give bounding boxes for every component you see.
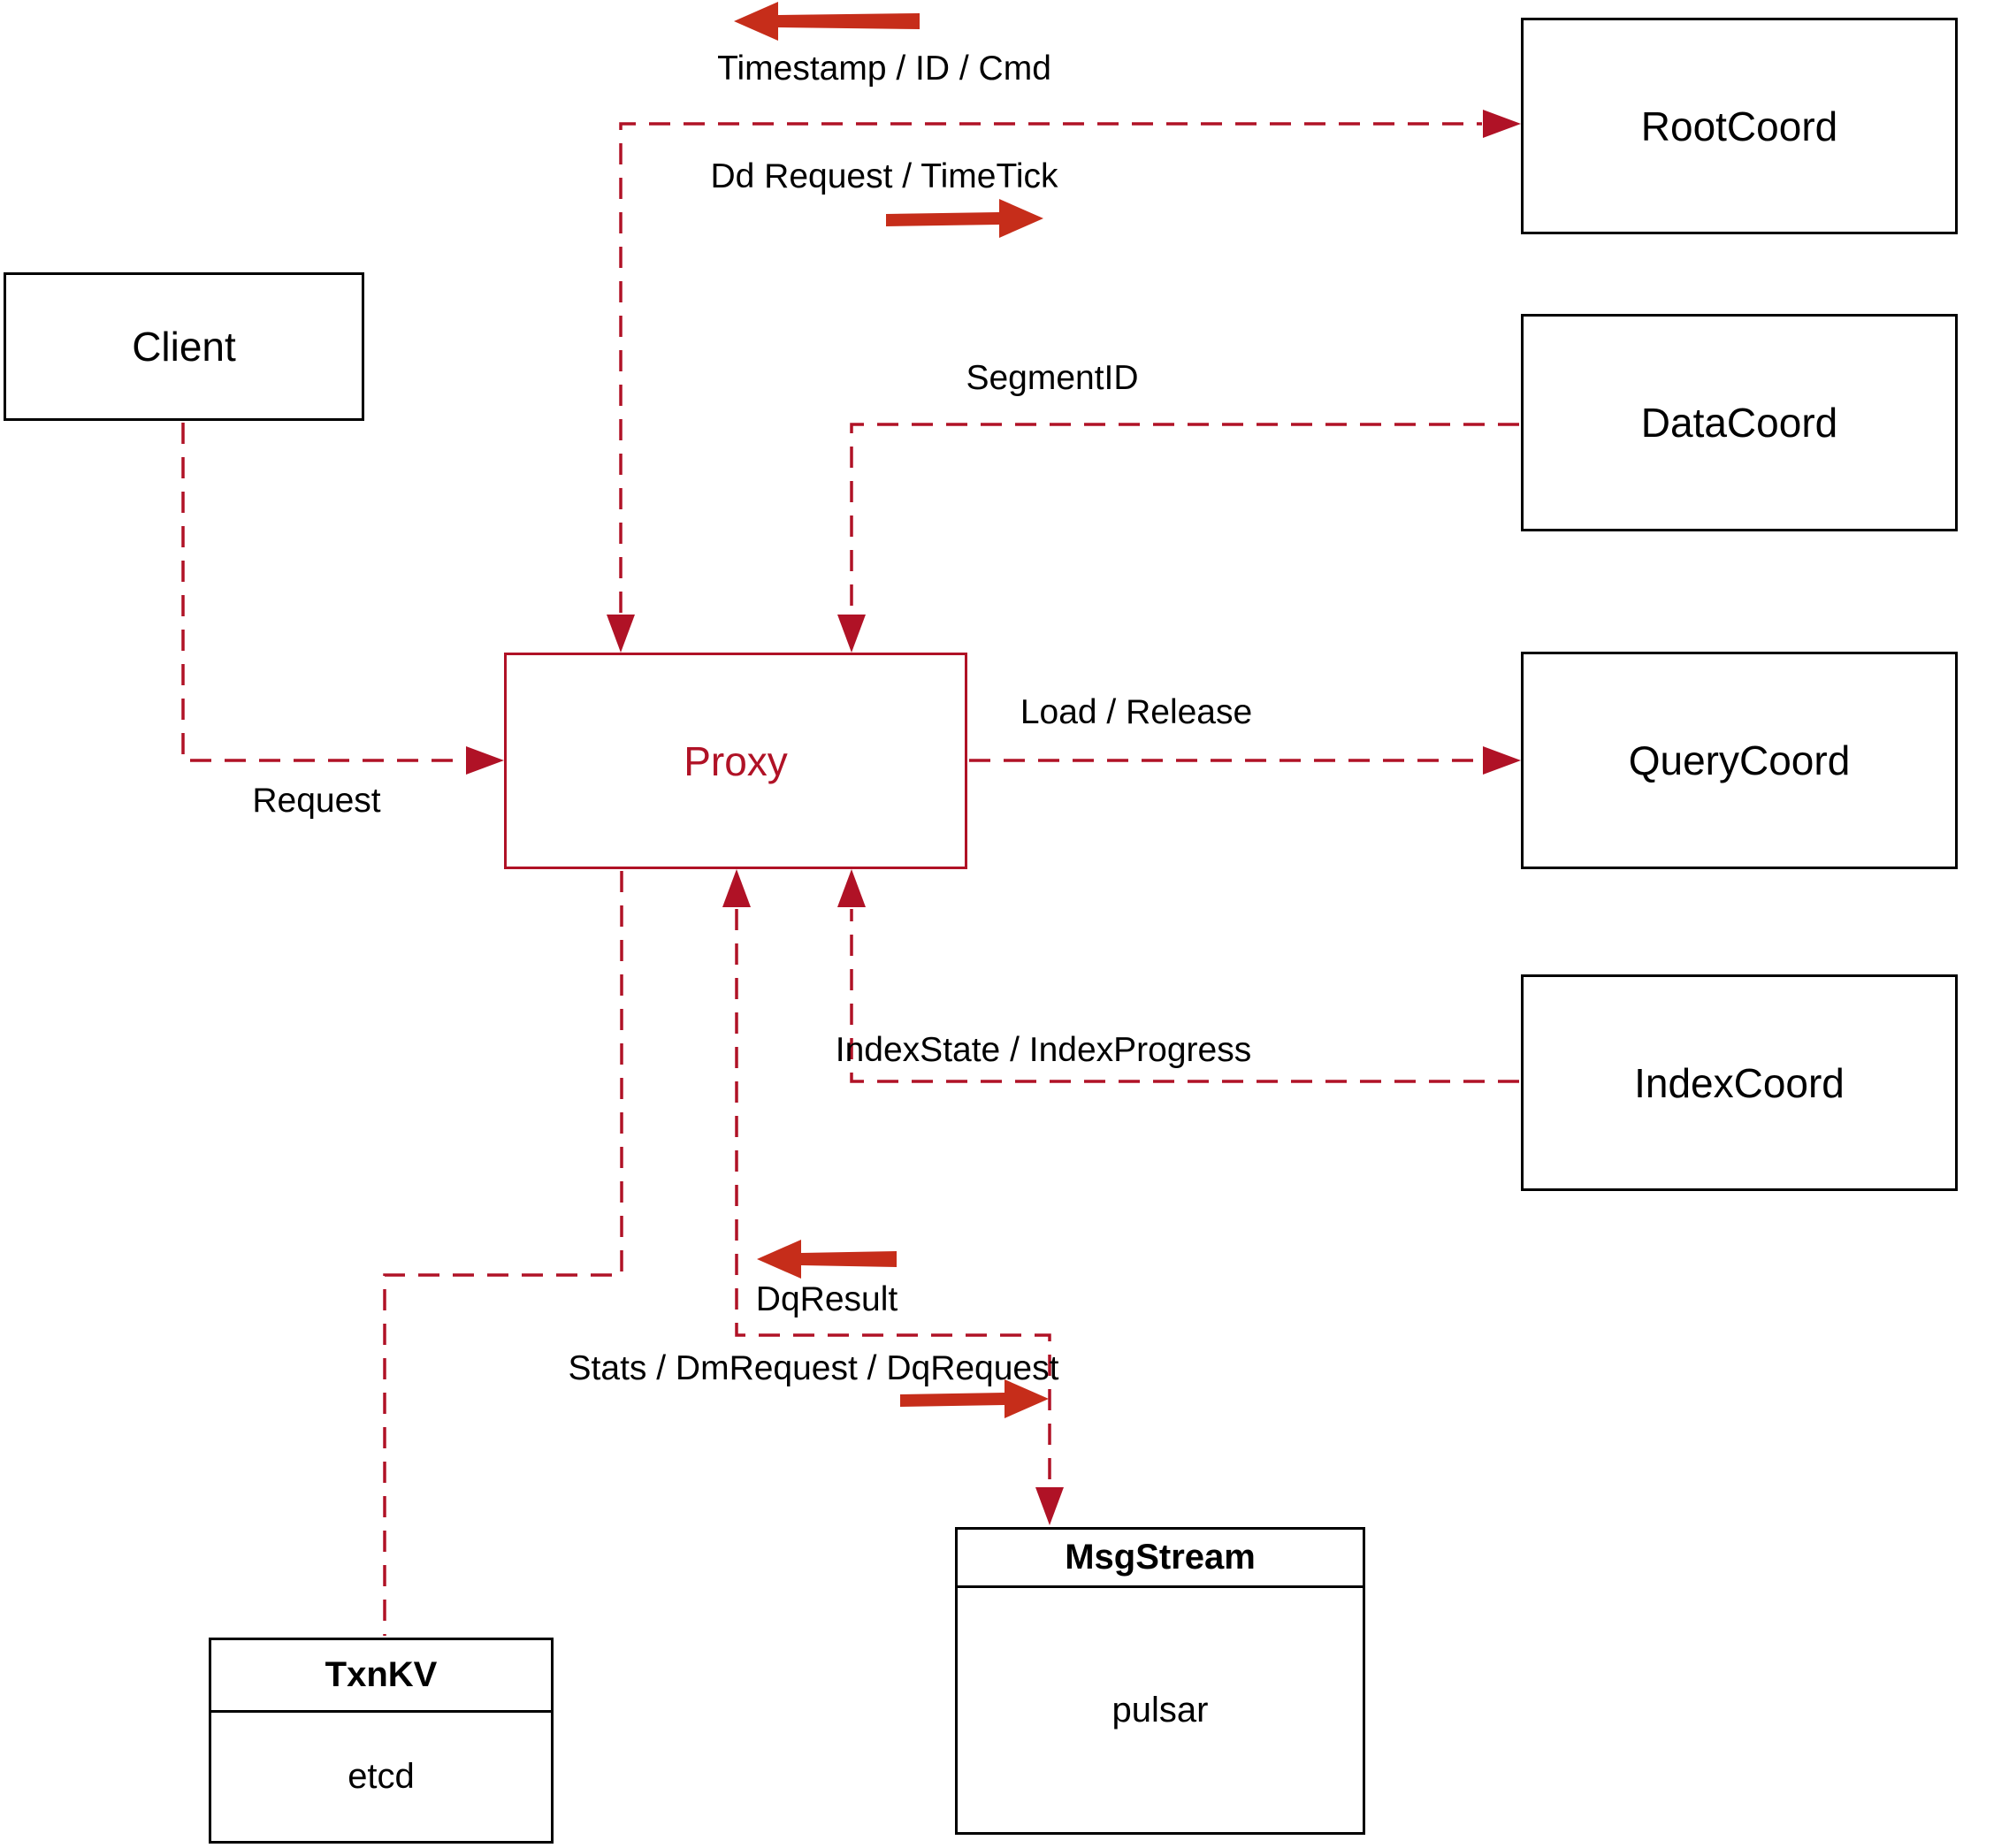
arrowhead-right-into-proxy-left: [466, 746, 504, 775]
indexcoord-label: IndexCoord: [1634, 1059, 1845, 1106]
arrowhead-right-into-querycoord: [1483, 746, 1521, 775]
node-client: Client: [4, 272, 364, 421]
right-arrow-icon-stats: [900, 1379, 1049, 1418]
querycoord-label: QueryCoord: [1628, 737, 1851, 783]
arrowhead-down-into-msgstream: [1035, 1487, 1064, 1525]
txnkv-subtitle: etcd: [348, 1757, 415, 1796]
client-label: Client: [132, 324, 236, 370]
txnkv-title: TxnKV: [211, 1640, 551, 1713]
datacoord-label: DataCoord: [1640, 400, 1838, 446]
msgstream-subtitle: pulsar: [1111, 1690, 1209, 1730]
arrowhead-right-into-rootcoord: [1483, 110, 1521, 138]
arrowhead-up-into-proxy-bottom-right: [837, 869, 866, 907]
edge-indexcoord-proxy: [837, 869, 1519, 1083]
edge-label-stats: Stats / DmRequest / DqRequest: [568, 1349, 1059, 1387]
node-msgstream: MsgStream pulsar: [955, 1527, 1365, 1835]
arrowhead-up-into-proxy-bottom-center: [722, 869, 751, 907]
rootcoord-label: RootCoord: [1640, 103, 1838, 149]
arrowhead-down-into-proxy-top-left: [607, 615, 635, 653]
node-querycoord: QueryCoord: [1521, 652, 1958, 869]
edge-label-request: Request: [252, 782, 381, 820]
edge-proxy-rootcoord: [607, 110, 1521, 653]
proxy-label: Proxy: [684, 737, 788, 784]
node-datacoord: DataCoord: [1521, 314, 1958, 531]
edge-datacoord-proxy: [837, 423, 1519, 653]
msgstream-title: MsgStream: [958, 1530, 1363, 1588]
edge-client-proxy: [181, 423, 504, 775]
edge-proxy-querycoord: [969, 746, 1521, 775]
node-proxy: Proxy: [504, 653, 967, 869]
left-arrow-icon-dq-result: [757, 1240, 897, 1279]
arrowhead-down-into-proxy-top-right: [837, 615, 866, 653]
edge-label-index-state: IndexState / IndexProgress: [835, 1031, 1252, 1069]
node-txnkv: TxnKV etcd: [209, 1638, 554, 1844]
right-arrow-icon-dd-request: [886, 199, 1043, 238]
edge-label-segment-id: SegmentID: [966, 359, 1139, 397]
edge-label-dd-request: Dd Request / TimeTick: [710, 157, 1058, 195]
edge-label-dq-result: DqResult: [755, 1280, 898, 1318]
edge-proxy-msgstream: [722, 869, 1064, 1525]
node-rootcoord: RootCoord: [1521, 18, 1958, 234]
edge-label-timestamp: Timestamp / ID / Cmd: [717, 50, 1051, 88]
node-indexcoord: IndexCoord: [1521, 974, 1958, 1191]
left-arrow-icon-timestamp: [734, 2, 920, 41]
edge-proxy-txnkv: [383, 871, 623, 1636]
edge-label-load-release: Load / Release: [1020, 693, 1253, 731]
